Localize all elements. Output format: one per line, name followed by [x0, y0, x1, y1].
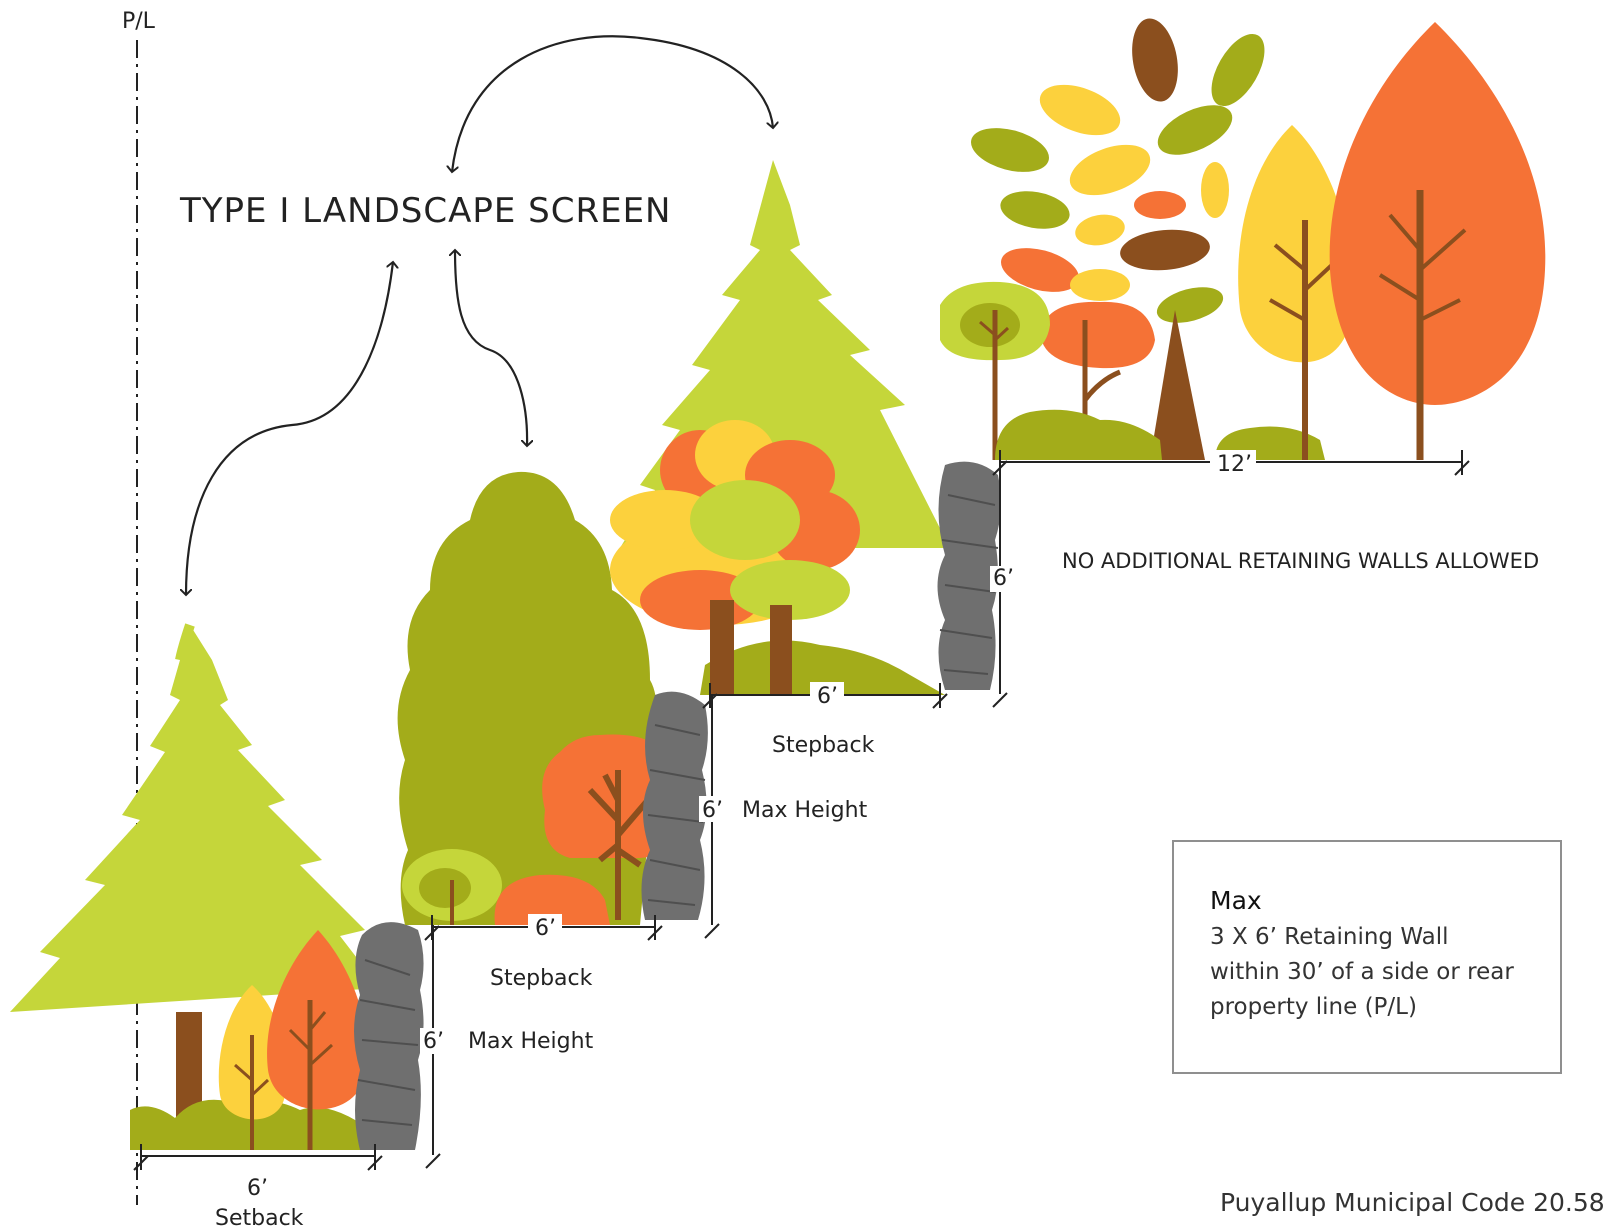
- stepback1-label: Stepback: [490, 966, 593, 991]
- tier1-planting: [10, 623, 424, 1150]
- orange-tree-icon: [267, 930, 367, 1150]
- arrow-to-screen-tier3: [452, 35, 773, 172]
- setback-value: 6’: [247, 1176, 268, 1201]
- bush-icon: [494, 874, 610, 925]
- info-box-title: Max: [1210, 886, 1262, 915]
- heading: TYPE I LANDSCAPE SCREEN: [179, 191, 671, 231]
- wall3-height-value: 6’: [993, 566, 1014, 591]
- info-box-line: property line (P/L): [1210, 994, 1417, 1020]
- retaining-wall-3: [937, 461, 1001, 690]
- leafy-tree-icon: [971, 18, 1265, 460]
- bush-icon: [1040, 301, 1155, 369]
- wall2-height-label: Max Height: [742, 798, 868, 823]
- stepback2-label: Stepback: [772, 733, 875, 758]
- code-reference: Puyallup Municipal Code 20.58: [1220, 1188, 1605, 1217]
- arrow-to-screen-tier1: [186, 262, 393, 595]
- wall2-height-value: 6’: [702, 798, 723, 823]
- property-line-label: P/L: [122, 9, 156, 34]
- retaining-wall-2: [641, 691, 708, 920]
- wall1-height-value: 6’: [423, 1029, 444, 1054]
- info-box-line: 3 X 6’ Retaining Wall: [1210, 924, 1449, 950]
- flower-tree-icon: [610, 420, 860, 695]
- yellow-tree-icon: [218, 985, 287, 1150]
- stepback1-value: 6’: [535, 916, 556, 941]
- info-box: Max 3 X 6’ Retaining Wall within 30’ of …: [1172, 840, 1562, 1074]
- bush-icon: [700, 640, 945, 695]
- info-box-line: within 30’ of a side or rear: [1210, 959, 1514, 985]
- top-terrace-planting: [940, 18, 1546, 460]
- yellow-tree-icon: [1238, 125, 1353, 460]
- round-tree-icon: [940, 281, 1050, 460]
- arrow-to-screen-tier2: [455, 250, 527, 446]
- tier3-planting: [610, 160, 1001, 695]
- top-terrace-value: 12’: [1217, 452, 1252, 477]
- bush-icon: [402, 849, 502, 925]
- tier2-planting: [397, 471, 708, 925]
- no-walls-note: NO ADDITIONAL RETAINING WALLS ALLOWED: [1062, 549, 1539, 573]
- retaining-wall-1: [354, 922, 424, 1150]
- orange-tree-icon: [1329, 22, 1546, 460]
- setback-label: Setback: [215, 1206, 304, 1227]
- stepback2-value: 6’: [817, 684, 838, 709]
- bush-icon: [995, 409, 1162, 460]
- wall1-height-label: Max Height: [468, 1029, 594, 1054]
